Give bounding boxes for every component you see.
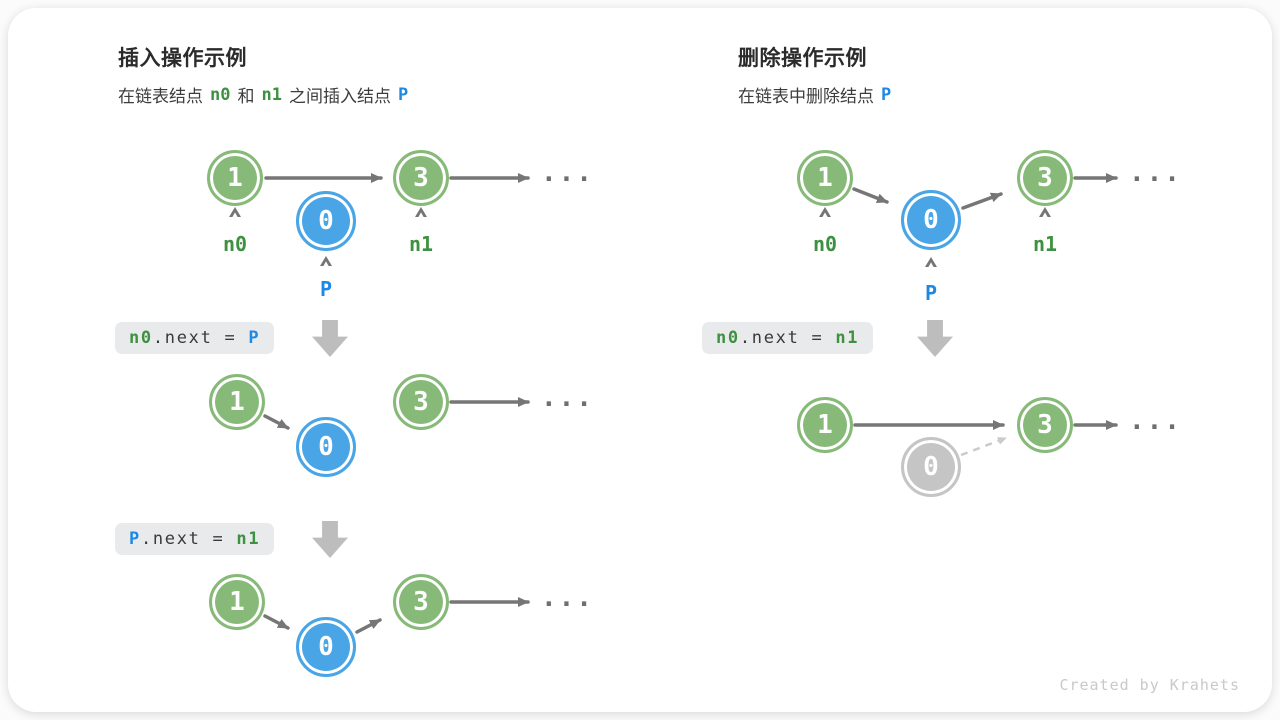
arrow-delete1-Pto3 <box>961 192 1003 210</box>
code-token-p: P <box>129 529 141 549</box>
list-node-3: 3 <box>393 574 449 630</box>
list-node-3: 3 <box>1017 150 1073 206</box>
subtitle-text: 在链表结点 <box>118 87 203 106</box>
pointer-label-p: P <box>924 281 938 305</box>
delete-panel-subtitle: 在链表中删除结点 P <box>738 82 898 107</box>
node-value: 0 <box>318 632 334 662</box>
node-value: 3 <box>413 587 429 617</box>
node-value: 3 <box>1037 163 1053 193</box>
pointer-caret-icon <box>819 207 831 217</box>
list-ellipsis: ... <box>541 383 594 413</box>
list-node-p: 0 <box>296 617 356 677</box>
subtitle-token-n1: n1 <box>261 84 282 105</box>
arrow-delete2-Pto3-dashed <box>960 436 1007 457</box>
arrow-delete1-1toP <box>852 187 889 204</box>
list-ellipsis: ... <box>1129 406 1182 436</box>
code-token-p: P <box>248 328 261 348</box>
node-value: 0 <box>318 206 334 236</box>
code-statement: P.next = n1 <box>115 523 275 555</box>
subtitle-token-p: P <box>881 84 892 105</box>
code-statement: n0.next = P <box>115 322 275 354</box>
list-node-p: 0 <box>901 190 961 250</box>
code-token-n0: n0 <box>716 328 740 348</box>
credit-text: Created by Krahets <box>1059 676 1240 694</box>
pointer-caret-icon <box>229 207 241 217</box>
list-node-p-removed: 0 <box>901 437 961 497</box>
node-value: 1 <box>817 410 833 440</box>
subtitle-token-n0: n0 <box>210 84 231 105</box>
list-node-1: 1 <box>797 150 853 206</box>
list-node-1: 1 <box>207 150 263 206</box>
pointer-caret-icon <box>320 256 332 266</box>
node-value: 1 <box>229 387 245 417</box>
pointer-label-n0: n0 <box>812 232 838 256</box>
list-node-p: 0 <box>296 417 356 477</box>
node-value: 1 <box>817 163 833 193</box>
node-value: 3 <box>1037 410 1053 440</box>
pointer-label-n0: n0 <box>222 232 248 256</box>
code-token-n0: n0 <box>129 328 153 348</box>
code-token: .next = <box>140 529 237 549</box>
node-value: 0 <box>318 432 334 462</box>
pointer-label-n1: n1 <box>1032 232 1058 256</box>
list-node-1: 1 <box>209 374 265 430</box>
pointer-label-n1: n1 <box>408 232 434 256</box>
list-ellipsis: ... <box>1129 158 1182 188</box>
node-value: 3 <box>413 387 429 417</box>
node-value: 1 <box>227 163 243 193</box>
list-node-1: 1 <box>797 397 853 453</box>
pointer-caret-icon <box>925 257 937 267</box>
insert-panel-subtitle: 在链表结点 n0 和 n1 之间插入结点 P <box>118 82 415 107</box>
code-token: .next = <box>152 328 249 348</box>
node-value: 0 <box>923 205 939 235</box>
arrow-insert2-1toP <box>263 414 290 430</box>
subtitle-text: 在链表中删除结点 <box>738 87 874 106</box>
subtitle-text: 和 <box>237 87 255 106</box>
list-node-3: 3 <box>393 374 449 430</box>
code-token-n1: n1 <box>835 328 860 348</box>
node-value: 1 <box>229 587 245 617</box>
node-value: 0 <box>923 452 939 482</box>
pointer-caret-icon <box>1039 207 1051 217</box>
arrow-insert3-Pto3 <box>355 618 382 634</box>
code-token-n1: n1 <box>236 529 261 549</box>
pointer-label-p: P <box>319 277 333 301</box>
pointer-caret-icon <box>415 207 427 217</box>
list-node-p: 0 <box>296 191 356 251</box>
arrow-insert3-1toP <box>263 614 290 630</box>
list-ellipsis: ... <box>541 583 594 613</box>
subtitle-text: 之间插入结点 <box>288 87 391 106</box>
node-value: 3 <box>413 163 429 193</box>
delete-panel-title: 删除操作示例 <box>738 47 867 70</box>
code-token: .next = <box>739 328 836 348</box>
list-ellipsis: ... <box>541 158 594 188</box>
code-statement: n0.next = n1 <box>702 322 874 354</box>
insert-panel-title: 插入操作示例 <box>118 47 247 70</box>
list-node-1: 1 <box>209 574 265 630</box>
list-node-3: 3 <box>393 150 449 206</box>
subtitle-token-p: P <box>397 84 409 105</box>
list-node-3: 3 <box>1017 397 1073 453</box>
